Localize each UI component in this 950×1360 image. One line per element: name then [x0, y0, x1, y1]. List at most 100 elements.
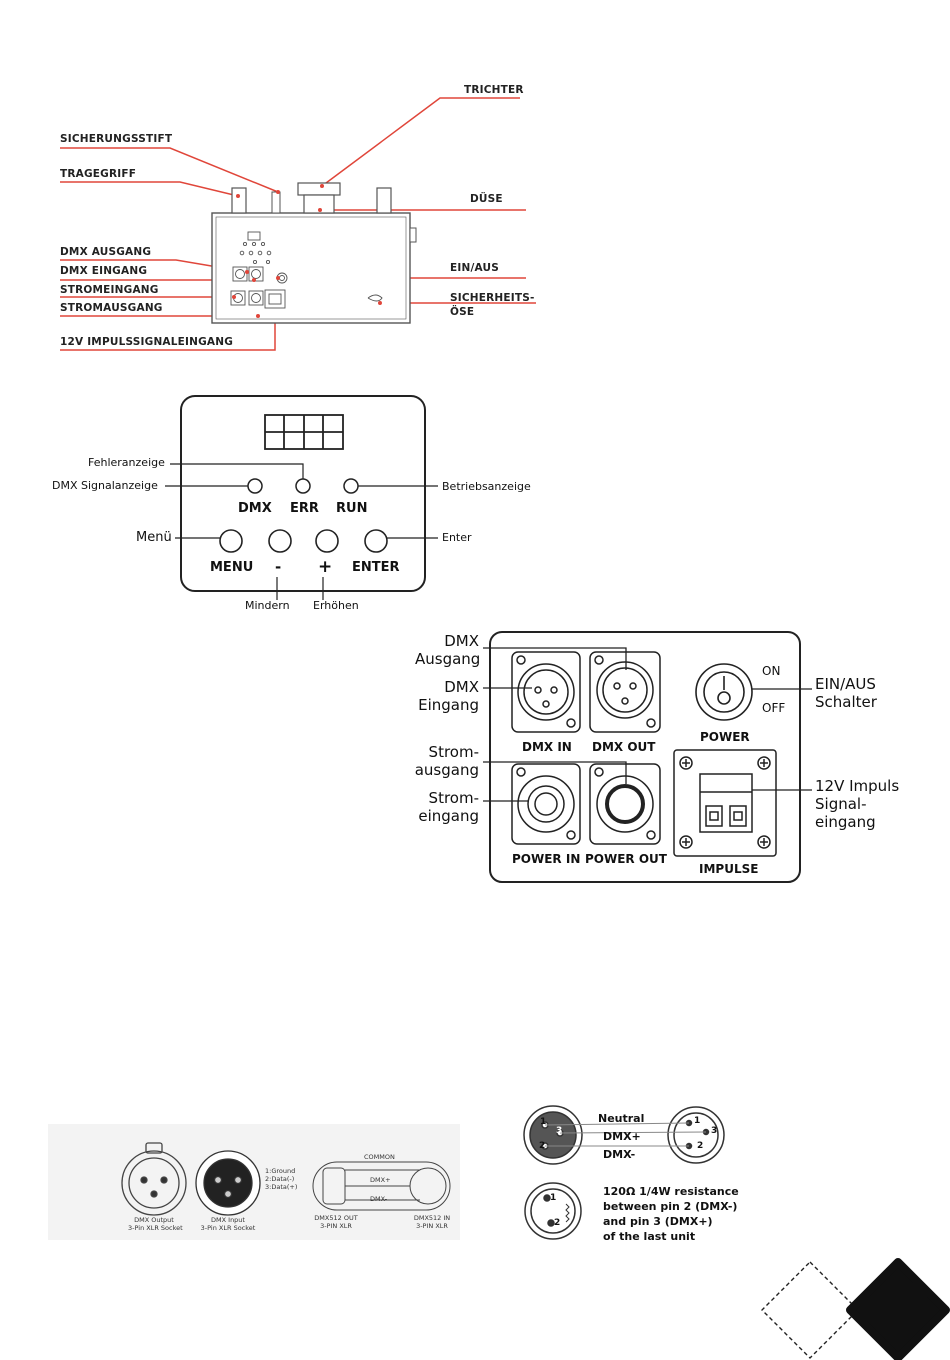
callout-menue: Menü: [136, 530, 172, 545]
xlr-input-caption-1: DMX Input: [211, 1216, 245, 1224]
button-label-enter: ENTER: [352, 560, 400, 575]
xlr-out-caption-1: DMX512 OUT: [314, 1214, 358, 1222]
rear-label-off: OFF: [762, 701, 786, 715]
pin-label-2-male: 2: [539, 1141, 546, 1151]
dmx-in-connector: [511, 651, 581, 733]
callout-dmx-ausgang-line2: Ausgang: [415, 650, 481, 668]
rear-label-power-out: POWER OUT: [585, 852, 667, 866]
callout-impuls-line1: 12V Impuls: [815, 777, 900, 795]
button-label-menu: MENU: [210, 560, 254, 575]
xlr-out-caption: DMX512 OUT 3-PIN XLR: [306, 1214, 366, 1230]
button-label-plus: +: [318, 557, 333, 577]
label-ein-aus: EIN/AUS: [450, 262, 499, 274]
callout-strom-ausgang-line1: Strom-: [428, 743, 479, 761]
device-overview-figure: [60, 97, 536, 351]
control-buttons: [219, 529, 388, 553]
pin-label-2-female: 2: [697, 1141, 704, 1151]
termination-note-4: of the last unit: [603, 1230, 696, 1243]
termination-note: 120Ω 1/4W resistance between pin 2 (DMX-…: [603, 1184, 739, 1244]
label-sicherungsstift: SICHERUNGSSTIFT: [60, 133, 173, 145]
callout-dmx-eingang-line1: DMX: [444, 678, 479, 696]
pin-label-1-term: 1: [550, 1193, 557, 1203]
pin-label-2-term: 2: [554, 1218, 561, 1228]
callout-dmx-eingang: DMX Eingang: [415, 678, 479, 714]
callout-strom-eingang-line1: Strom-: [428, 789, 479, 807]
pin-label-1-male: 1: [540, 1117, 547, 1127]
xlr-pin-legend-3: 3:Data(+): [265, 1183, 298, 1191]
xlr-male-connector: [523, 1105, 583, 1165]
xlr-output-caption-1: DMX Output: [134, 1216, 174, 1224]
xlr-input-caption: DMX Input 3-Pin XLR Socket: [196, 1216, 260, 1232]
impulse-terminal: [673, 749, 777, 857]
rear-label-dmx-in: DMX IN: [522, 740, 572, 754]
label-stromausgang: STROMAUSGANG: [60, 302, 163, 314]
rear-label-on: ON: [762, 664, 781, 678]
callout-erhoehen: Erhöhen: [313, 599, 359, 612]
label-tragegriff: TRAGEGRIFF: [60, 168, 137, 180]
xlr-in-caption: DMX512 IN 3-PIN XLR: [404, 1214, 460, 1230]
callout-dmx-eingang-line2: Eingang: [418, 696, 479, 714]
button-label-minus: -: [275, 558, 282, 576]
pin-label-3-female: 3: [711, 1126, 718, 1136]
xlr-output-socket: [121, 1142, 187, 1216]
label-dmx-eingang: DMX EINGANG: [60, 265, 148, 277]
led-label-err: ERR: [290, 501, 319, 516]
callout-impuls-signal: 12V Impuls Signal- eingang: [815, 777, 899, 831]
xlr-pin-legend: 1:Ground 2:Data(-) 3:Data(+): [265, 1167, 297, 1191]
callout-dmx-ausgang: DMX Ausgang: [415, 632, 481, 668]
rear-label-dmx-out: DMX OUT: [592, 740, 656, 754]
label-dmx-ausgang: DMX AUSGANG: [60, 246, 152, 258]
power-out-connector: [589, 763, 661, 845]
callout-strom-ausgang: Strom- ausgang: [412, 743, 479, 779]
wire-label-dmx-plus: DMX+: [603, 1130, 641, 1143]
control-panel-callouts: [165, 463, 438, 600]
power-switch: [695, 663, 753, 721]
xlr-input-socket: [195, 1150, 261, 1216]
callout-impuls-line3: eingang: [815, 813, 876, 831]
xlr-in-caption-2: 3-PIN XLR: [416, 1222, 448, 1230]
segment-display: [264, 414, 344, 450]
xlr-output-caption: DMX Output 3-Pin XLR Socket: [128, 1216, 183, 1232]
termination-note-2: between pin 2 (DMX-): [603, 1200, 738, 1213]
led-label-run: RUN: [336, 501, 368, 516]
callout-strom-eingang-line2: eingang: [418, 807, 479, 825]
callout-strom-ausgang-line2: ausgang: [414, 761, 479, 779]
power-in-connector: [511, 763, 581, 845]
wire-label-neutral: Neutral: [598, 1112, 645, 1125]
callout-enter: Enter: [442, 531, 472, 544]
label-duese: DÜSE: [470, 193, 503, 205]
xlr-out-caption-2: 3-PIN XLR: [320, 1222, 352, 1230]
label-sicherheits: SICHERHEITS-: [450, 292, 535, 304]
xlr-common-label: COMMON: [364, 1153, 395, 1161]
label-oese: ÖSE: [450, 306, 475, 318]
xlr-dmxplus-label: DMX+: [370, 1176, 391, 1184]
device-body: [211, 182, 417, 324]
xlr-input-caption-2: 3-Pin XLR Socket: [200, 1224, 256, 1232]
pin-label-3-male: 3: [556, 1126, 563, 1136]
termination-note-1: 120Ω 1/4W resistance: [603, 1185, 739, 1198]
callout-impuls-line2: Signal-: [815, 795, 867, 813]
callout-einaus-line1: EIN/AUS: [815, 675, 876, 693]
xlr-dmxminus-label: DMX-: [370, 1195, 388, 1203]
label-stromeingang: STROMEINGANG: [60, 284, 159, 296]
callout-strom-eingang: Strom- eingang: [412, 789, 479, 825]
terminator-connector: [524, 1182, 582, 1240]
label-impulssignaleingang: 12V IMPULSSIGNALEINGANG: [60, 336, 234, 348]
pin-label-1-female: 1: [694, 1116, 701, 1126]
rear-label-power: POWER: [700, 730, 750, 744]
dmx-out-connector: [589, 651, 661, 733]
xlr-pin-legend-1: 1:Ground: [265, 1167, 296, 1175]
rear-label-impulse: IMPULSE: [699, 862, 759, 876]
wire-label-dmx-minus: DMX-: [603, 1148, 636, 1161]
led-indicators: [247, 478, 359, 494]
callout-fehleranzeige: Fehleranzeige: [88, 456, 165, 469]
solid-diamond-shape: [846, 1258, 950, 1360]
callout-einaus-schalter: EIN/AUS Schalter: [815, 675, 877, 711]
label-trichter: TRICHTER: [464, 84, 524, 96]
callout-dmx-signalanzeige: DMX Signalanzeige: [52, 479, 158, 492]
dashed-diamond-shape: [761, 1261, 859, 1359]
callout-betriebsanzeige: Betriebsanzeige: [442, 480, 531, 493]
xlr-output-caption-2: 3-Pin XLR Socket: [128, 1224, 183, 1232]
termination-note-3: and pin 3 (DMX+): [603, 1215, 713, 1228]
xlr-pin-legend-2: 2:Data(-): [265, 1175, 295, 1183]
